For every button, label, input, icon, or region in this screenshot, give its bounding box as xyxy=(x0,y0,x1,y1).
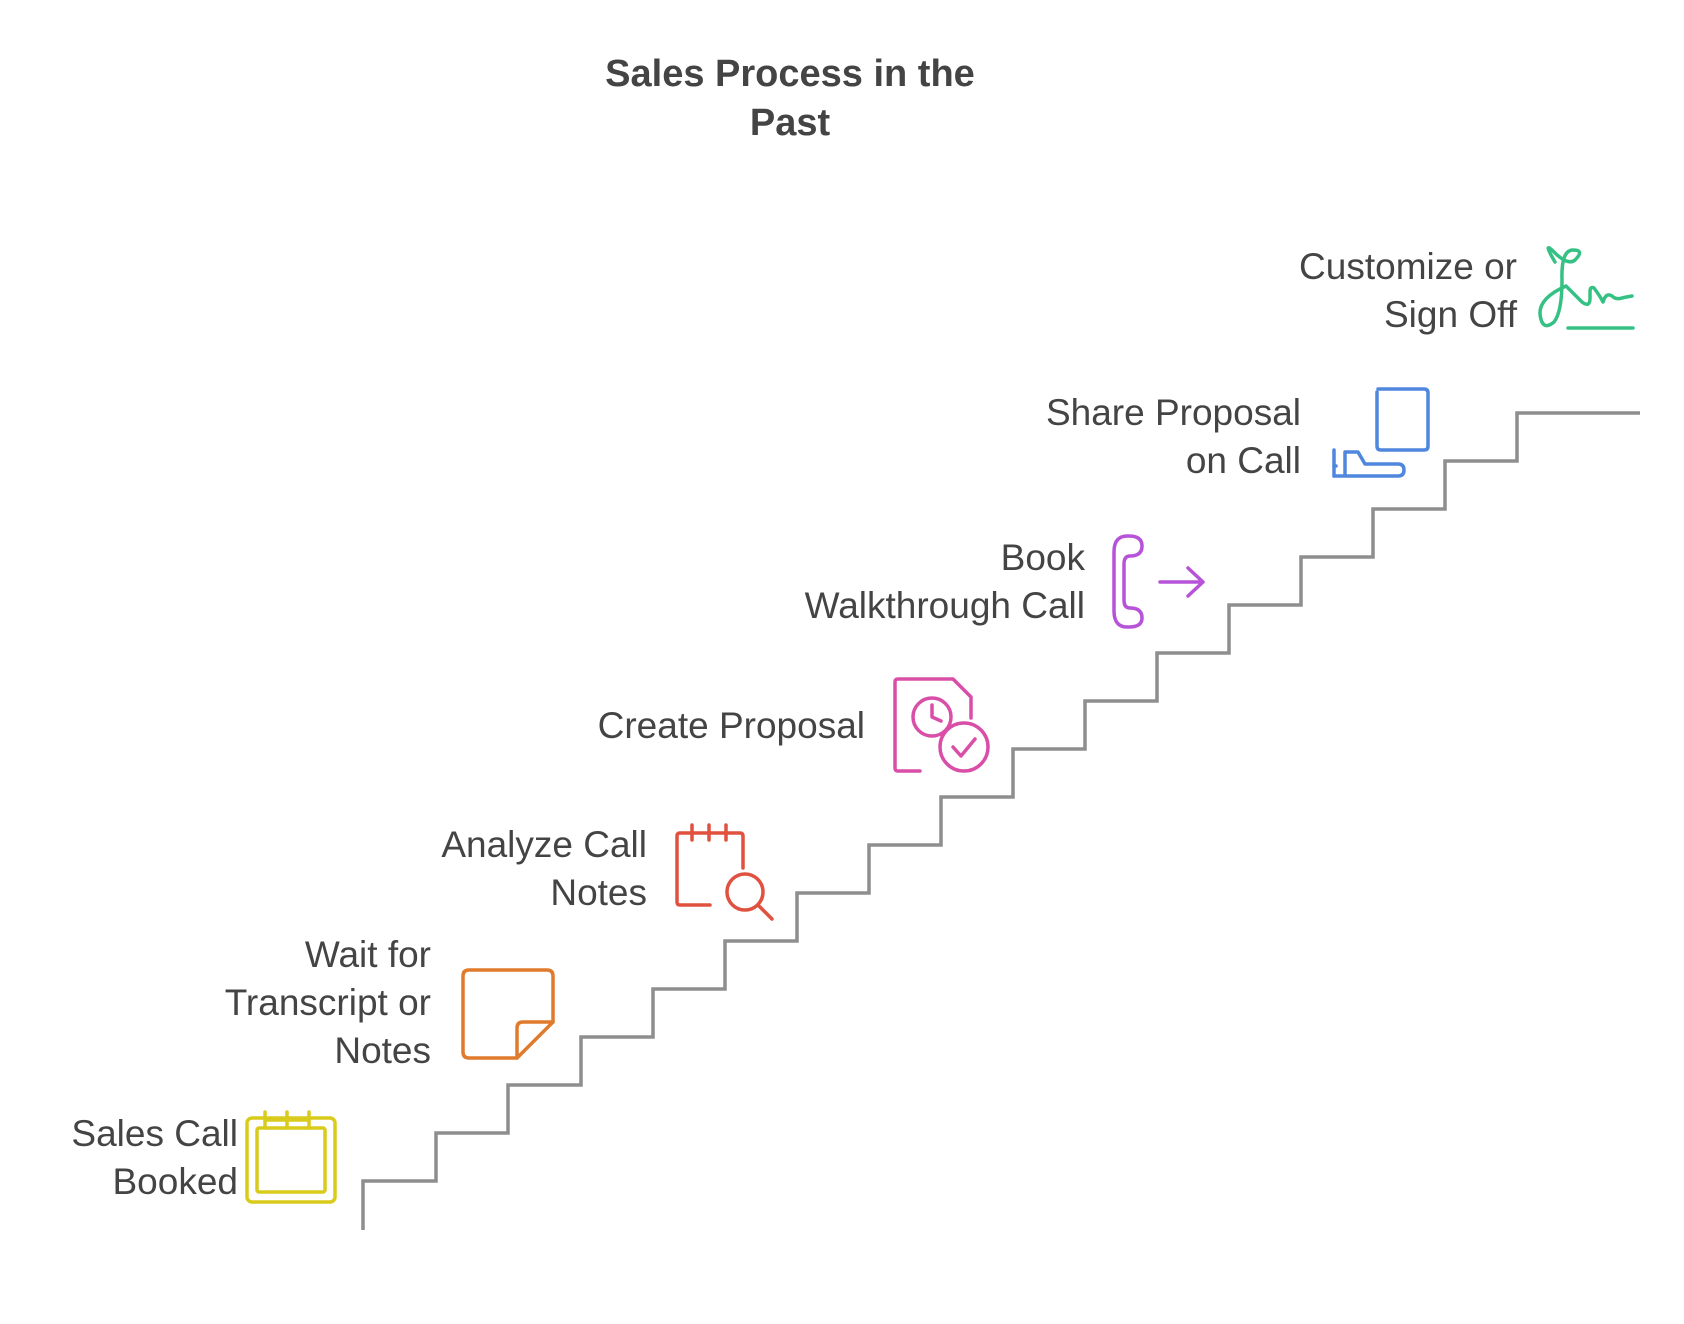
step-label-line: Booked xyxy=(113,1161,239,1202)
diagram-title-line-2: Past xyxy=(750,102,831,144)
step-label-line: Notes xyxy=(334,1030,431,1071)
step-create-proposal: Create Proposal xyxy=(598,677,990,773)
step-label-line: on Call xyxy=(1186,440,1301,481)
diagram-title-line-1: Sales Process in the xyxy=(605,53,975,95)
step-label-line: Transcript or xyxy=(225,982,431,1023)
calendar-icon xyxy=(245,1110,337,1204)
step-label-line: Sign Off xyxy=(1384,294,1518,335)
step-label-line: Analyze Call xyxy=(441,824,647,865)
step-label-line: Create Proposal xyxy=(598,705,865,746)
step-customize-or-sign-off: Customize or Sign Off xyxy=(1299,246,1635,335)
step-label-line: Notes xyxy=(550,872,647,913)
step-label-line: Book xyxy=(1001,537,1086,578)
step-label-line: Share Proposal xyxy=(1046,392,1301,433)
phone-forward-icon xyxy=(1112,534,1205,629)
document-clock-check-icon xyxy=(893,677,990,773)
staircase-line xyxy=(361,411,1640,1230)
step-label-line: Sales Call xyxy=(71,1113,238,1154)
calendar-search-icon xyxy=(675,823,774,921)
step-book-walkthrough-call: Book Walkthrough Call xyxy=(805,534,1205,629)
step-share-proposal-on-call: Share Proposal on Call xyxy=(1046,387,1430,481)
step-label-line: Walkthrough Call xyxy=(805,585,1085,626)
step-wait-for-transcript: Wait for Transcript or Notes xyxy=(225,934,555,1071)
step-analyze-call-notes: Analyze Call Notes xyxy=(441,823,774,921)
step-sales-call-booked: Sales Call Booked xyxy=(71,1110,337,1204)
document-share-icon xyxy=(1332,387,1430,478)
step-label-line: Customize or xyxy=(1299,246,1517,287)
signature-icon xyxy=(1538,246,1635,330)
step-label-line: Wait for xyxy=(305,934,431,975)
sticky-note-icon xyxy=(461,968,555,1060)
